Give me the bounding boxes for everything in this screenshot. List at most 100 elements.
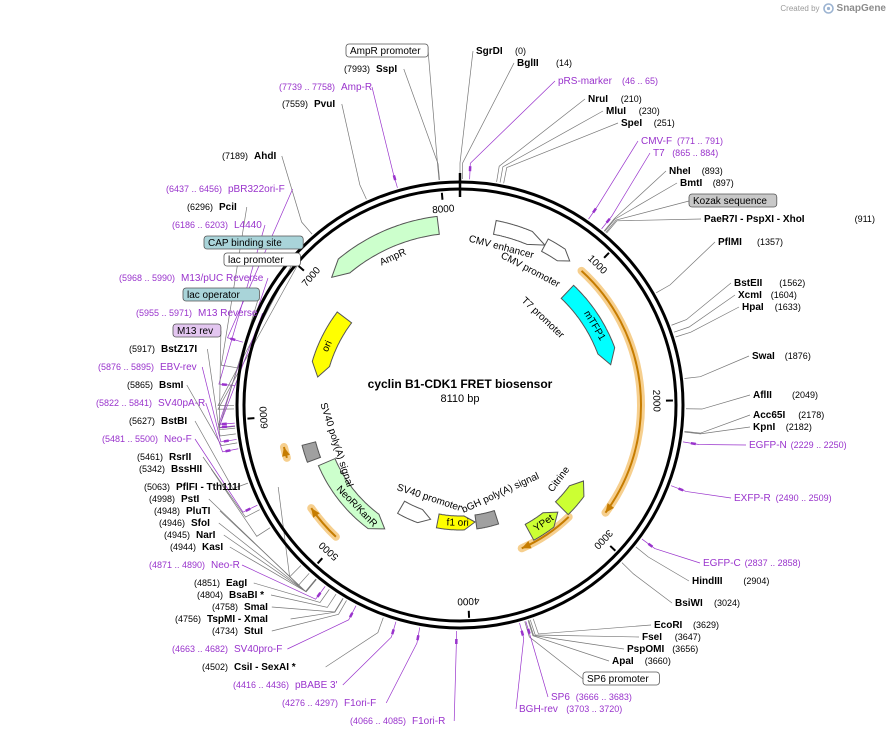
- site-kasi[interactable]: (4944)KasI: [170, 542, 223, 553]
- feature-ori[interactable]: [311, 311, 353, 378]
- feature-bgh-polya[interactable]: [474, 510, 500, 530]
- site-hindiii[interactable]: HindIII(2904): [692, 576, 769, 587]
- site-bsabi[interactable]: (4804)BsaBI *: [197, 590, 264, 601]
- site-sgrdi[interactable]: SgrDI(0): [476, 46, 526, 57]
- leader-sp6-promoter: [524, 621, 584, 680]
- site-hpai[interactable]: HpaI(1633): [742, 302, 801, 313]
- site-m13-rev[interactable]: M13 rev: [172, 323, 222, 338]
- site-name-cmv-f: CMV-F: [641, 136, 672, 147]
- site-sfoi[interactable]: (4946)SfoI: [159, 518, 210, 529]
- site-psti[interactable]: (4998)PstI: [149, 494, 200, 505]
- site-cap-binding-site[interactable]: CAP binding site: [203, 235, 304, 250]
- site-csii-sexai[interactable]: (4502)CsiI - SexAI *: [202, 662, 296, 673]
- feature-ampr[interactable]: [330, 215, 440, 279]
- site-pcii[interactable]: (6296)PciI: [187, 202, 237, 213]
- feature-sv40-polya[interactable]: [301, 441, 322, 463]
- site-name-bsmi: BsmI: [159, 380, 184, 391]
- site-cmv-f[interactable]: CMV-F(771 .. 791): [641, 136, 723, 147]
- primer-mark-neo-f: [245, 507, 251, 513]
- site-acc65i[interactable]: Acc65I(2178): [753, 410, 824, 421]
- feature-citrine[interactable]: [554, 480, 585, 516]
- site-paer7i-pspxi-xhoi[interactable]: PaeR7I - PspXI - XhoI(911): [704, 214, 875, 225]
- site-mlui[interactable]: MluI(230): [606, 106, 660, 117]
- site-sv40pro-f[interactable]: (4663 .. 4682)SV40pro-F: [172, 644, 282, 655]
- site-lac-operator[interactable]: lac operator: [182, 287, 260, 302]
- site-kpni[interactable]: KpnI(2182): [753, 422, 812, 433]
- site-egfp-n[interactable]: EGFP-N(2229 .. 2250): [749, 440, 847, 451]
- site-pos-ebv-rev: (5876 .. 5895): [98, 362, 154, 372]
- site-eagi[interactable]: (4851)EagI: [194, 578, 247, 589]
- site-exfp-r[interactable]: EXFP-R(2490 .. 2509): [734, 493, 832, 504]
- leader-apai: [527, 620, 610, 662]
- site-bmti[interactable]: BmtI(897): [680, 178, 734, 189]
- site-bstz17i[interactable]: (5917)BstZ17I: [129, 344, 197, 355]
- site-sspi[interactable]: (7993)SspI: [344, 64, 397, 75]
- primer-mark-exfp-r: [678, 487, 684, 492]
- site-ahdi[interactable]: (7189)AhdI: [222, 151, 276, 162]
- feature-cmv-promoter[interactable]: [540, 238, 571, 262]
- feature-f1-ori[interactable]: [435, 513, 476, 531]
- leader-exfp-r: [670, 485, 732, 499]
- site-nrui[interactable]: NruI(210): [588, 94, 642, 105]
- site-bglii[interactable]: BglII(14): [517, 58, 572, 69]
- site-tspmi-xmai[interactable]: (4756)TspMI - XmaI: [175, 614, 268, 625]
- site-bsteii[interactable]: BstEII(1562): [734, 278, 805, 289]
- site-nari[interactable]: (4945)NarI: [164, 530, 216, 541]
- site-spei[interactable]: SpeI(251): [621, 118, 675, 129]
- site-rsrii[interactable]: (5461)RsrII: [137, 452, 191, 463]
- site-xcmi[interactable]: XcmI(1604): [738, 290, 797, 301]
- site-t7[interactable]: T7(865 .. 884): [653, 148, 718, 159]
- site-prs-marker[interactable]: pRS-marker(46 .. 65): [558, 76, 658, 87]
- site-f1ori-f[interactable]: (4276 .. 4297)F1ori-F: [282, 698, 376, 709]
- site-m13-reverse[interactable]: (5955 .. 5971)M13 Reverse: [136, 308, 258, 319]
- primer-mark-ebv-rev: [223, 439, 229, 443]
- site-box-kozak-sequence: [688, 193, 778, 208]
- feature-cmv-enhancer[interactable]: [492, 219, 547, 246]
- site-sv40pa-r[interactable]: (5822 .. 5841)SV40pA-R: [96, 398, 205, 409]
- feature-sv40-promoter[interactable]: [396, 500, 432, 524]
- site-bsshii[interactable]: (5342)BssHII: [139, 464, 202, 475]
- feature-neor-kanr[interactable]: [317, 457, 386, 530]
- site-neo-f[interactable]: (5481 .. 5500)Neo-F: [102, 434, 192, 445]
- site-l4440[interactable]: (6186 .. 6203)L4440: [172, 220, 262, 231]
- site-pos-pcii: (6296): [187, 202, 213, 212]
- site-nhei[interactable]: NheI(893): [669, 166, 723, 177]
- site-sp6[interactable]: SP6(3666 .. 3683): [551, 692, 632, 703]
- feature-ypet[interactable]: [524, 511, 559, 541]
- site-ampr-promoter[interactable]: AmpR promoter: [345, 43, 429, 58]
- site-fsei[interactable]: FseI(3647): [642, 632, 701, 643]
- site-amp-r[interactable]: (7739 .. 7758)Amp-R: [279, 82, 372, 93]
- site-pflfi-tth111i[interactable]: (5063)PflFI - Tth111I: [144, 482, 241, 493]
- site-apai[interactable]: ApaI(3660): [612, 656, 671, 667]
- site-name-pbabe-3: pBABE 3': [295, 680, 338, 691]
- site-pos-pflfi-tth111i: (5063): [144, 482, 170, 492]
- site-swai[interactable]: SwaI(1876): [752, 351, 811, 362]
- site-bgh-rev[interactable]: BGH-rev(3703 .. 3720): [519, 704, 622, 715]
- leader-pflmi: [656, 241, 716, 294]
- site-pluti[interactable]: (4948)PluTI: [154, 506, 211, 517]
- site-name-xcmi: XcmI: [738, 290, 762, 301]
- site-pbr322ori-f[interactable]: (6437 .. 6456)pBR322ori-F: [166, 184, 285, 195]
- site-aflii[interactable]: AflII(2049): [753, 390, 818, 401]
- site-pflmi[interactable]: PflMI(1357): [718, 237, 783, 248]
- site-kozak-sequence[interactable]: Kozak sequence: [688, 193, 778, 208]
- site-smai[interactable]: (4758)SmaI: [212, 602, 268, 613]
- site-lac-promoter[interactable]: lac promoter: [223, 252, 301, 267]
- site-egfp-c[interactable]: EGFP-C(2837 .. 2858): [703, 558, 801, 569]
- site-neo-r[interactable]: (4871 .. 4890)Neo-R: [149, 560, 240, 571]
- site-pbabe-3[interactable]: (4416 .. 4436)pBABE 3': [233, 680, 338, 691]
- site-name-l4440: L4440: [234, 220, 262, 231]
- site-bsiwi[interactable]: BsiWI(3024): [675, 598, 740, 609]
- site-bstbi[interactable]: (5627)BstBI: [129, 416, 187, 427]
- site-stui[interactable]: (4734)StuI: [212, 626, 263, 637]
- site-bsmi[interactable]: (5865)BsmI: [127, 380, 184, 391]
- site-f1ori-r[interactable]: (4066 .. 4085)F1ori-R: [350, 716, 445, 727]
- site-sp6-promoter[interactable]: SP6 promoter: [582, 671, 660, 686]
- site-ecori[interactable]: EcoRI(3629): [654, 620, 719, 631]
- site-ebv-rev[interactable]: (5876 .. 5895)EBV-rev: [98, 362, 197, 373]
- site-pvui[interactable]: (7559)PvuI: [282, 99, 335, 110]
- feature-mtfp1[interactable]: [560, 284, 616, 366]
- leader-swai: [684, 355, 750, 379]
- site-m13-puc-reverse[interactable]: (5968 .. 5990)M13/pUC Reverse: [119, 273, 264, 284]
- site-pspomi[interactable]: PspOMI(3656): [627, 644, 698, 655]
